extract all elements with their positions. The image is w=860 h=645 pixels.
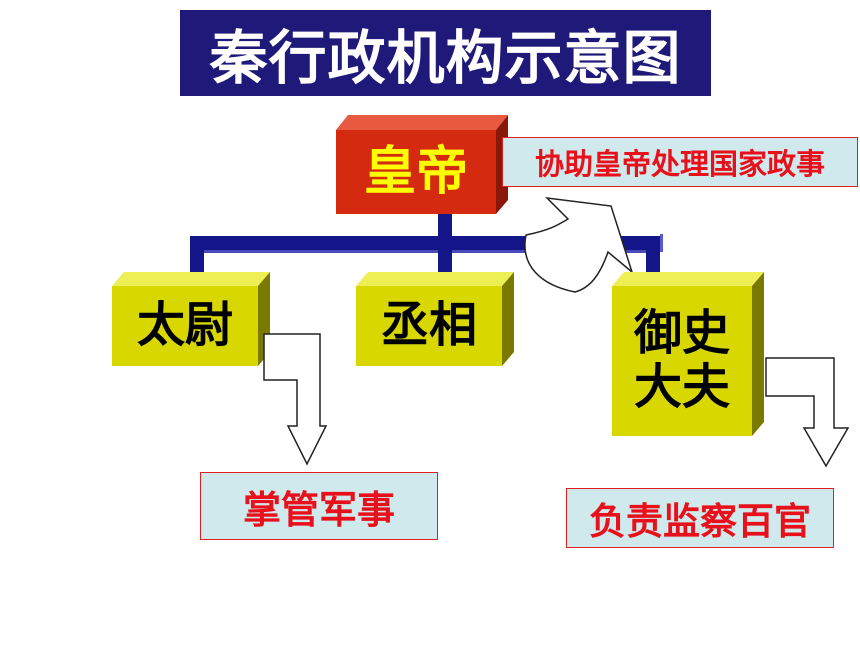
connector-emperor-down xyxy=(438,212,452,276)
emperor-note: 协助皇帝处理国家政事 xyxy=(502,137,858,187)
diagram-title: 秦行政机构示意图 xyxy=(180,10,711,96)
taiwei-label: 太尉 xyxy=(136,297,233,354)
yushi-label-line-1: 御史 xyxy=(633,305,730,362)
yushi-label-line-2: 大夫 xyxy=(633,359,730,415)
yushi-box xyxy=(612,272,764,436)
connector-taiwei xyxy=(190,236,204,278)
chengxiang-label: 丞相 xyxy=(380,297,477,354)
yushi-label: 御史 大夫 xyxy=(612,286,752,436)
taiwei-duty: 掌管军事 xyxy=(200,472,438,540)
bent-arrow-icon xyxy=(765,357,850,468)
curved-arrow-icon xyxy=(524,196,634,293)
chengxiang-box xyxy=(356,272,514,366)
taiwei-box xyxy=(112,272,270,366)
bent-arrow-icon xyxy=(263,333,328,466)
connector-yushi xyxy=(646,236,660,278)
yushi-duty: 负责监察百官 xyxy=(566,488,834,548)
emperor-box xyxy=(336,115,508,214)
emperor-label: 皇帝 xyxy=(363,141,468,202)
